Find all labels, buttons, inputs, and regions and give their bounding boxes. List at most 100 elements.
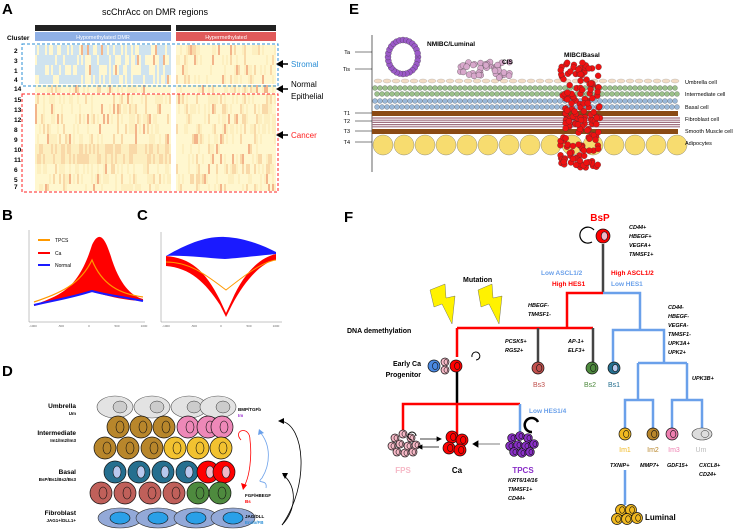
heatmap-cell: [105, 154, 107, 164]
intermediate-cell: [632, 85, 638, 91]
heatmap-cell: [234, 164, 236, 174]
heatmap-cell: [240, 45, 242, 55]
heatmap-cell: [67, 55, 69, 65]
heatmap-cell: [182, 55, 184, 65]
heatmap-cell: [111, 184, 113, 191]
heatmap-cell: [149, 85, 151, 93]
heatmap-cell: [248, 114, 250, 124]
heatmap-cell: [240, 174, 242, 184]
heatmap-cell: [35, 114, 37, 124]
row-sub: JAG1+/DLL1+: [46, 518, 76, 523]
heatmap-cell: [73, 174, 75, 184]
nucleus: [512, 449, 518, 455]
tpcs-profile: [33, 258, 144, 303]
heatmap-cell: [73, 85, 75, 93]
heatmap-cell: [212, 174, 214, 184]
heatmap-cell: [250, 134, 252, 144]
heatmap-cell: [224, 164, 226, 174]
heatmap-cell: [270, 104, 272, 114]
heatmap-cell: [186, 94, 188, 104]
ca-label: Ca: [452, 466, 463, 475]
heatmap-cell: [159, 85, 161, 93]
heatmap-cell: [202, 45, 204, 55]
heatmap-cell: [59, 134, 61, 144]
basal-cell: [447, 98, 453, 104]
mibc-cell: [576, 157, 584, 164]
heatmap-cell: [242, 174, 244, 184]
heatmap-cell: [238, 164, 240, 174]
heatmap-cell: [234, 45, 236, 55]
mibc-cell: [586, 135, 593, 142]
heatmap-cell: [83, 164, 85, 174]
stromal-label: Stromal: [291, 60, 319, 69]
heatmap-cell: [101, 65, 103, 75]
mibc-cell: [571, 108, 578, 115]
heatmap-cell: [71, 55, 73, 65]
intermediate-cell: [552, 85, 558, 91]
umbrella-cell: [481, 78, 491, 84]
heatmap-cell: [151, 154, 153, 164]
heatmap-cell: [238, 174, 240, 184]
intermediate-cell: [557, 85, 563, 91]
heatmap-cell: [115, 85, 117, 93]
heatmap-cell: [244, 124, 246, 134]
heatmap-cell: [81, 94, 83, 104]
heatmap-cell: [41, 94, 43, 104]
intermediate-cell: [419, 91, 425, 97]
heatmap-cell: [71, 85, 73, 93]
heatmap-cell: [53, 65, 55, 75]
heatmap-cell: [101, 124, 103, 134]
cell: [186, 481, 210, 505]
marker: HBEGF-: [528, 303, 549, 309]
heatmap-cell: [67, 75, 69, 84]
heatmap-cell: [67, 114, 69, 124]
cis-cell: [491, 67, 499, 74]
heatmap-cell: [71, 174, 73, 184]
intermediate-cell: [549, 91, 555, 97]
heatmap-cell: [141, 75, 143, 84]
heatmap-cell: [194, 45, 196, 55]
heatmap-cell: [182, 144, 184, 154]
heatmap-cell: [210, 124, 212, 134]
heatmap-cell: [204, 75, 206, 84]
heatmap-cell: [51, 134, 53, 144]
heatmap-cell: [115, 124, 117, 134]
heatmap-cell: [121, 174, 123, 184]
heatmap-cell: [49, 184, 51, 191]
heatmap-cell: [262, 144, 264, 154]
heatmap-cell: [208, 94, 210, 104]
cluster-label: 5: [14, 177, 18, 184]
basal-cell: [384, 104, 390, 110]
mibc-cell: [584, 127, 591, 134]
heatmap-cell: [165, 104, 167, 114]
basal-cell: [492, 98, 498, 104]
heatmap-cell: [248, 65, 250, 75]
heatmap-cell: [234, 104, 236, 114]
heatmap-cell: [206, 65, 208, 75]
heatmap-cell: [258, 75, 260, 84]
heatmap-cell: [256, 65, 258, 75]
heatmap-cell: [240, 154, 242, 164]
heatmap-cell: [167, 164, 169, 174]
heatmap-cell: [274, 104, 276, 114]
heatmap-cell: [234, 114, 236, 124]
heatmap-cell: [180, 174, 182, 184]
heatmap-cell: [69, 164, 71, 174]
heatmap-cell: [77, 85, 79, 93]
heatmap-cell: [216, 104, 218, 114]
heatmap-cell: [127, 124, 129, 134]
heatmap-cell: [105, 85, 107, 93]
intermediate-cell: [432, 85, 438, 91]
heatmap-cell: [176, 174, 178, 184]
heatmap-cell: [222, 114, 224, 124]
heatmap-cell: [81, 75, 83, 84]
basal-cell: [374, 104, 380, 110]
heatmap-cell: [190, 174, 192, 184]
heatmap-cell: [220, 164, 222, 174]
heatmap-cell: [194, 104, 196, 114]
heatmap-cell: [129, 75, 131, 84]
basal-cell: [442, 98, 448, 104]
heatmap-cell: [87, 75, 89, 84]
cell: [210, 415, 234, 439]
heatmap-cell: [228, 144, 230, 154]
